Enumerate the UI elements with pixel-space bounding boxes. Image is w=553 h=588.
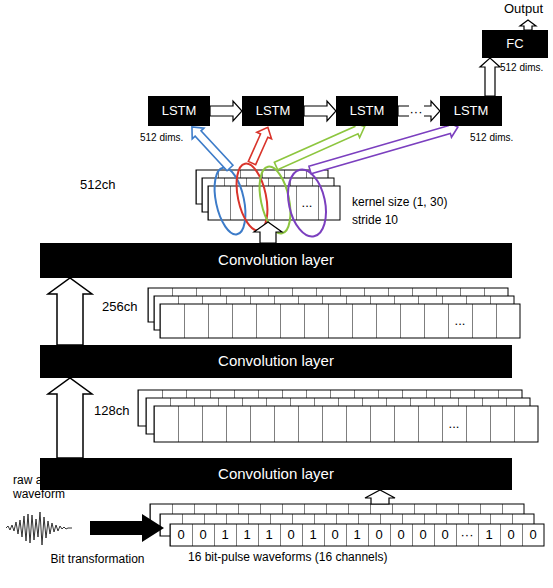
annotation-label: 512 dims. xyxy=(140,132,183,144)
hollow-arrow xyxy=(398,101,440,121)
annotation-label: 1 xyxy=(214,524,236,546)
annotation-label: 128ch xyxy=(94,404,129,419)
annotation-label: 512ch xyxy=(80,178,115,193)
feature-map-256 xyxy=(148,288,520,338)
annotation-label: ... xyxy=(442,406,466,442)
annotation-label: 256ch xyxy=(102,300,137,315)
annotation-label: 0 xyxy=(522,524,544,546)
annotation-label: 512 dims. xyxy=(500,62,543,74)
annotation-label: 1 xyxy=(236,524,258,546)
annotation-label: 1 xyxy=(478,524,500,546)
edge-label: ··· xyxy=(409,105,424,118)
annotation-label: 0 xyxy=(434,524,456,546)
hollow-arrow xyxy=(480,58,500,96)
process-box: Convolution layer xyxy=(40,345,512,378)
up-arrow xyxy=(365,490,395,504)
annotation-label: 0 xyxy=(390,524,412,546)
process-box: LSTM xyxy=(148,96,210,126)
transform-arrow xyxy=(90,514,164,542)
box-label: LSTM xyxy=(162,104,197,118)
annotation-label: 1 xyxy=(302,524,324,546)
box-label: Convolution layer xyxy=(218,466,334,483)
annotation-label: Bit transformation xyxy=(50,553,145,567)
annotation-label: 0 xyxy=(170,524,192,546)
annotation-label: 16 bit-pulse waveforms (16 channels) xyxy=(188,551,387,565)
annotation-label: stride 10 xyxy=(352,214,398,228)
hollow-arrow xyxy=(304,101,336,121)
annotation-label: 512 dims. xyxy=(470,132,513,144)
process-box: Convolution layer xyxy=(40,458,512,490)
annotation-label: 0 xyxy=(324,524,346,546)
process-box: Convolution layer xyxy=(40,243,512,278)
annotation-label: ... xyxy=(296,190,318,216)
hollow-arrow xyxy=(48,378,92,458)
annotation-label: 0 xyxy=(192,524,214,546)
box-label: FC xyxy=(506,37,523,51)
process-box: LSTM xyxy=(242,96,304,126)
annotation-label: 1 xyxy=(346,524,368,546)
annotation-label: kernel size (1, 30) xyxy=(352,196,447,210)
annotation-label: 0 xyxy=(280,524,302,546)
hollow-arrow xyxy=(48,278,92,345)
process-box: LSTM xyxy=(440,96,502,126)
process-box: FC xyxy=(482,30,548,58)
box-label: Convolution layer xyxy=(218,252,334,269)
up-arrow xyxy=(254,222,282,243)
waveform xyxy=(6,512,72,545)
output-arrow xyxy=(520,20,536,30)
annotation-label: 0 xyxy=(500,524,522,546)
annotation-label: 0 xyxy=(368,524,390,546)
feature-map-128 xyxy=(138,390,538,442)
annotation-label: 1 xyxy=(258,524,280,546)
box-label: LSTM xyxy=(256,104,291,118)
hollow-arrow xyxy=(210,101,242,121)
annotation-label: ··· xyxy=(456,524,478,546)
annotation-label: 0 xyxy=(412,524,434,546)
box-label: Convolution layer xyxy=(218,353,334,370)
annotation-label: raw audio waveform xyxy=(4,474,74,502)
annotation-label: Output xyxy=(504,2,543,17)
box-label: LSTM xyxy=(350,104,385,118)
annotation-label: ... xyxy=(448,304,472,338)
process-box: LSTM xyxy=(336,96,398,126)
bit-pulse-strips xyxy=(150,504,544,546)
window-arrows xyxy=(186,119,460,177)
box-label: LSTM xyxy=(454,104,489,118)
